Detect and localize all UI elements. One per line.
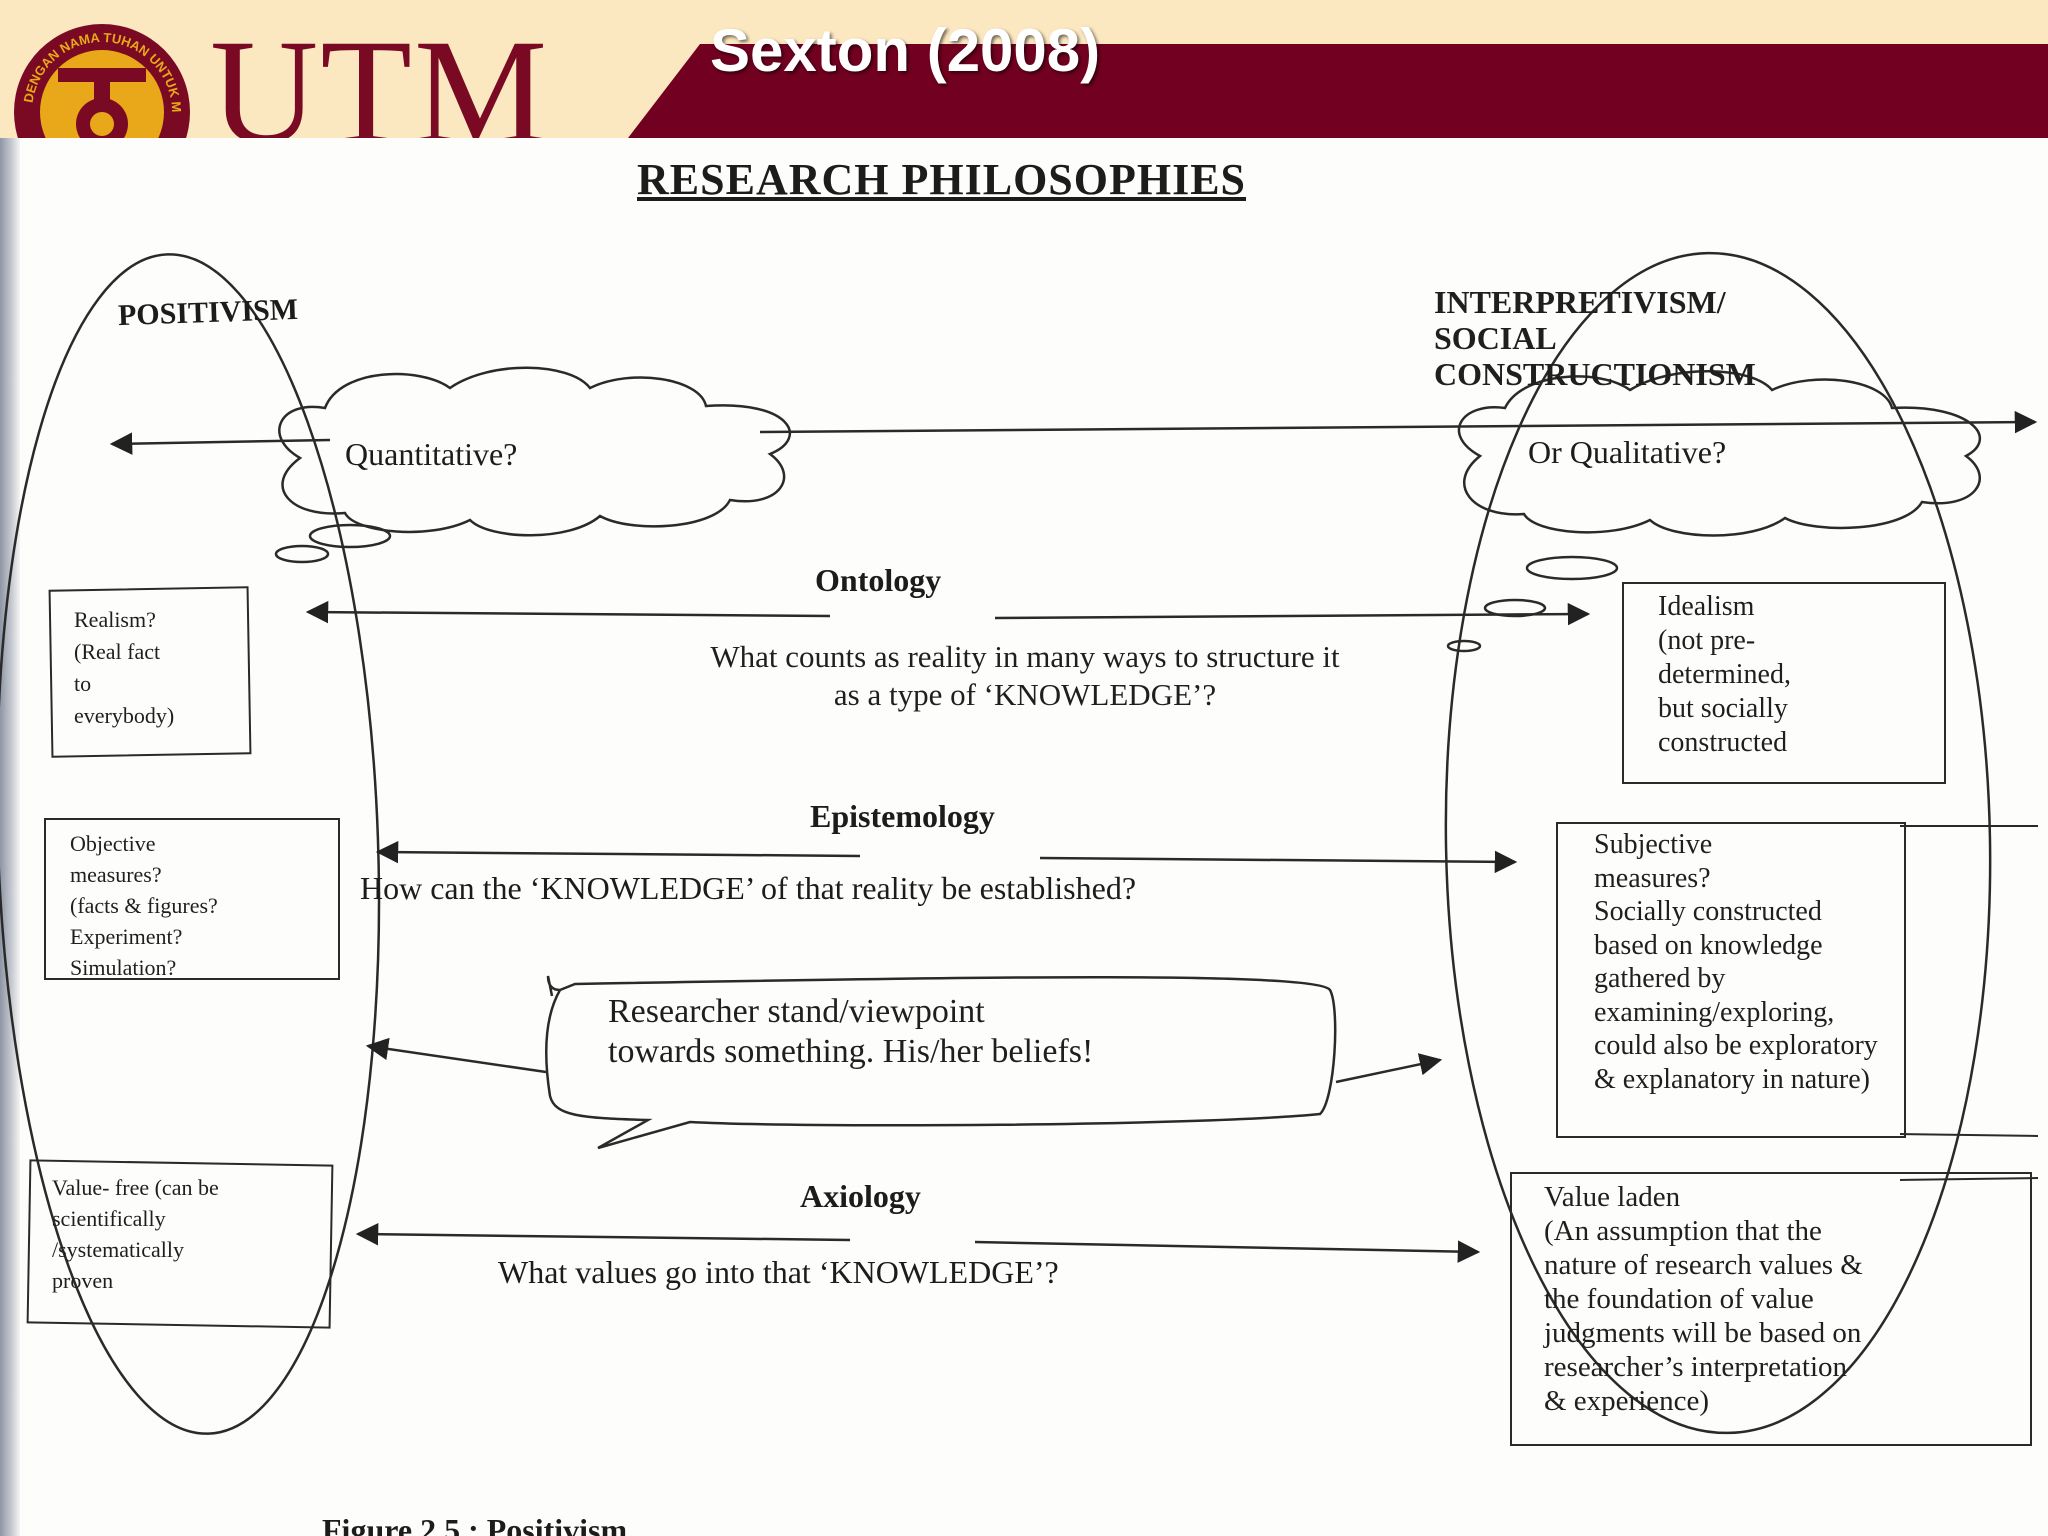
scan-page-edge	[0, 138, 20, 1536]
interpretivism-ellipse	[1444, 251, 1992, 1435]
positivism-label: POSITIVISM	[117, 292, 299, 333]
utm-logo-text: UTM	[210, 12, 550, 138]
diagram-title: RESEARCH PHILOSOPHIES	[637, 155, 1247, 204]
qualitative-cloud-bubble	[1483, 598, 1547, 618]
epistemology-heading: Epistemology	[810, 798, 995, 834]
speech-bubble-arrow-left	[365, 1037, 547, 1074]
axiology-arrow-left	[355, 1222, 851, 1246]
quantitative-cloud-text: Quantitative?	[345, 436, 518, 472]
value-laden-box-text: Value laden (An assumption that the natu…	[1544, 1181, 1863, 1417]
slide-header: Sexton (2008) DENGAN NAMA TUHAN UNTUK MA…	[0, 0, 2048, 138]
speech-bubble-shape	[545, 975, 1337, 1150]
figure-caption: Figure 2.5 : Positivism	[322, 1512, 628, 1536]
epistemology-arrow-left	[375, 840, 861, 864]
epistemology-box-extension	[1899, 1133, 2039, 1137]
idealism-box	[1622, 582, 1946, 784]
spectrum-arrow-left	[109, 432, 331, 455]
ontology-arrow-left	[305, 600, 831, 624]
qualitative-cloud-text: Or Qualitative?	[1528, 434, 1727, 470]
positivism-ellipse	[0, 253, 381, 1435]
axiology-question: What values go into that ‘KNOWLEDGE’?	[498, 1254, 1059, 1290]
scanned-figure: RESEARCH PHILOSOPHIES POSITIVISM INTERPR…	[0, 138, 2048, 1536]
quantitative-cloud-bubble	[308, 523, 392, 549]
idealism-box-text: Idealism (not pre- determined, but socia…	[1658, 591, 1791, 758]
subjective-measures-box	[1556, 822, 1906, 1138]
qualitative-cloud-bubble	[1446, 639, 1482, 653]
epistemology-question: How can the ‘KNOWLEDGE’ of that reality …	[360, 870, 1137, 906]
qualitative-cloud-bubble	[1525, 555, 1619, 581]
realism-box-text: Realism? (Real fact to everybody)	[74, 607, 175, 728]
value-laden-box	[1510, 1172, 2032, 1446]
interpretivism-label: INTERPRETIVISM/ SOCIAL CONSTRUCTIONISM	[1434, 284, 1756, 392]
ontology-arrow-right	[994, 602, 1591, 626]
ontology-question: What counts as reality in many ways to s…	[710, 639, 1340, 712]
qualitative-cloud-shape	[1457, 370, 1981, 537]
speech-bubble-arrow-right	[1335, 1053, 1443, 1084]
objective-measures-box	[44, 818, 340, 980]
quantitative-cloud-bubble	[274, 544, 330, 564]
quantitative-cloud-shape	[278, 366, 791, 537]
axiology-arrow-right	[974, 1240, 1481, 1263]
slide-title: Sexton (2008)	[710, 17, 1101, 84]
spectrum-arrow-right	[759, 410, 2038, 434]
axiology-box-extension	[1899, 1177, 2039, 1181]
axiology-heading: Axiology	[800, 1178, 921, 1214]
diagram-drawing	[0, 251, 2039, 1435]
title-band	[628, 44, 2048, 138]
subjective-measures-box-text: Subjective measures? Socially constructe…	[1594, 829, 1878, 1095]
value-free-box-text: Value- free (can be scientifically /syst…	[52, 1175, 219, 1293]
ontology-heading: Ontology	[815, 562, 942, 598]
speech-bubble-text: Researcher stand/viewpoint towards somet…	[608, 993, 1094, 1070]
utm-seal-logo: DENGAN NAMA TUHAN UNTUK MANUSIA	[10, 20, 194, 138]
epistemology-arrow-right	[1039, 850, 1518, 874]
objective-measures-box-text: Objective measures? (facts & figures? Ex…	[70, 831, 218, 980]
